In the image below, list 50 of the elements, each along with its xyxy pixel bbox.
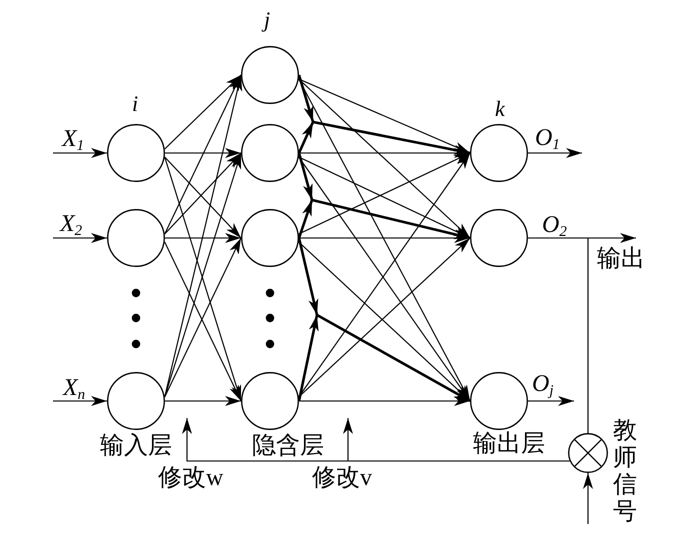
edge-label: X$_{n}$ xyxy=(63,376,86,400)
neuron-circle xyxy=(241,46,299,104)
neuron-circle xyxy=(470,209,528,267)
neuron-circle xyxy=(107,372,165,430)
index-label: k xyxy=(495,98,505,120)
arrow xyxy=(53,233,107,243)
arrow xyxy=(299,396,470,406)
arrow xyxy=(165,233,241,243)
arrow xyxy=(164,74,242,234)
arrow xyxy=(298,121,314,154)
arrow xyxy=(528,148,582,158)
arrow xyxy=(298,200,314,238)
arrow xyxy=(298,74,314,122)
layer-label: 输入层 xyxy=(100,434,172,458)
layer-label: 隐含层 xyxy=(252,434,324,458)
arrow xyxy=(316,314,471,402)
edge-label: O$_{2}$ xyxy=(542,213,567,237)
neuron-circle xyxy=(241,124,299,182)
arrow xyxy=(312,198,470,240)
edge-label: 修改w xyxy=(158,466,224,490)
arrow xyxy=(298,152,314,200)
neuron-circle xyxy=(470,124,528,182)
arrow xyxy=(164,74,242,150)
arrow xyxy=(298,238,318,316)
arrow xyxy=(298,78,470,402)
neuron-circle xyxy=(470,372,528,430)
index-label: i xyxy=(132,93,138,115)
arrow xyxy=(312,120,470,155)
neuron-circle xyxy=(241,372,299,430)
arrow xyxy=(298,314,319,402)
edge-label: X$_{2}$ xyxy=(60,212,82,236)
arrow xyxy=(165,148,241,158)
comparator-circle xyxy=(568,433,608,473)
neuron-circle xyxy=(241,209,299,267)
arrow xyxy=(53,396,107,406)
arrow xyxy=(343,418,570,462)
index-label: j xyxy=(264,9,270,31)
arrow xyxy=(165,396,241,406)
layer-label: 输出层 xyxy=(473,432,545,456)
neuron-circle xyxy=(107,209,165,267)
arrow xyxy=(583,473,593,524)
arrow xyxy=(53,148,107,158)
arrow xyxy=(528,396,574,406)
signal-label: 教师信号 xyxy=(613,418,637,526)
output-label: 输出 xyxy=(597,247,645,271)
edge-label: X$_{1}$ xyxy=(62,127,84,151)
edge-label: O$_{1}$ xyxy=(535,126,560,150)
edge-label: 修改v xyxy=(312,466,372,490)
edge-label: O$_{j}$ xyxy=(532,372,554,396)
neuron-circle xyxy=(107,124,165,182)
